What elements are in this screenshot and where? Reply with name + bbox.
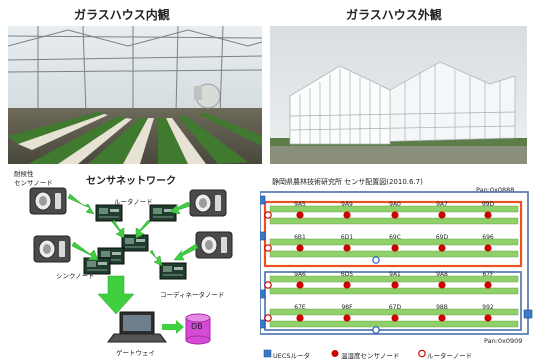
- router-node-right: [149, 204, 177, 222]
- planting-bed: [269, 287, 519, 295]
- sensor-id-label: 9A5: [294, 201, 306, 208]
- sensor-id-label: 9A6: [294, 271, 306, 278]
- temp-humidity-sensor-marker: [484, 281, 492, 289]
- exterior-photo-title: ガラスハウス外観: [346, 8, 442, 22]
- sensor-id-label: 67D: [389, 304, 402, 311]
- sensor-node-label-line1: 耐候性: [14, 170, 34, 178]
- planting-bed: [269, 320, 519, 328]
- sensor-id-label: 9A9: [341, 201, 353, 208]
- sensor-node-top-right: [189, 189, 227, 217]
- pan-top-label: Pan:0x0888: [476, 186, 515, 194]
- router-node-label: ルータノード: [114, 198, 153, 206]
- sink-node-label: シンクノード: [56, 272, 95, 280]
- router-node-center: [121, 234, 149, 252]
- sensor-id-label: 696: [482, 234, 494, 241]
- map-outer-frame: [260, 191, 529, 335]
- router-node-marker: [372, 256, 380, 264]
- sensor-id-label: 6D1: [341, 234, 353, 241]
- temp-humidity-sensor-marker: [296, 314, 304, 322]
- sensor-node-label-line2: センサノード: [14, 179, 53, 187]
- database-icon: [185, 313, 211, 345]
- map-title: 静岡県農林技術研究所 センサ配置図(2010.6.7): [272, 178, 423, 186]
- exterior-photo: [270, 26, 527, 164]
- temp-humidity-sensor-marker: [484, 314, 492, 322]
- temp-humidity-sensor-marker: [343, 211, 351, 219]
- temp-humidity-sensor-marker: [484, 244, 492, 252]
- sensor-layout-map: 9A5 9A9 9A0 9A7 99D 6B1 6D1 69C 69D 696 9A6 6D5 9A1 9…: [260, 191, 533, 358]
- sensor-id-label: 67F: [482, 271, 494, 278]
- planting-bed: [269, 217, 519, 225]
- temp-humidity-sensor-marker: [343, 281, 351, 289]
- sensor-id-label: 9A1: [389, 271, 401, 278]
- router-node-marker: [264, 211, 272, 219]
- planting-bed: [269, 250, 519, 258]
- router-node-marker: [264, 314, 272, 322]
- legend-uecs-label: UECSルータ: [273, 352, 311, 360]
- sensor-id-label: 9A8: [436, 271, 448, 278]
- sensor-id-label: 98B: [436, 304, 448, 311]
- temp-humidity-sensor-marker: [343, 314, 351, 322]
- temp-humidity-sensor-marker: [484, 211, 492, 219]
- temp-humidity-sensor-marker: [296, 281, 304, 289]
- sensor-id-label: 67E: [294, 304, 306, 311]
- sensor-id-label: 9A7: [436, 201, 448, 208]
- temp-humidity-sensor-marker: [391, 314, 399, 322]
- temp-humidity-sensor-marker: [438, 281, 446, 289]
- uecs-routers: [260, 195, 533, 329]
- router-node-marker: [264, 281, 272, 289]
- temp-humidity-sensor-marker: [296, 244, 304, 252]
- interior-photo-title: ガラスハウス内観: [74, 8, 170, 22]
- sensor-network-diagram: [29, 187, 233, 345]
- sensor-node-mid-left: [33, 235, 71, 263]
- router-node-marker: [264, 244, 272, 252]
- sensor-id-label: 99D: [482, 201, 495, 208]
- temp-humidity-sensor-marker: [438, 314, 446, 322]
- network-title: センサネットワーク: [86, 176, 176, 187]
- temp-humidity-sensor-marker: [391, 244, 399, 252]
- db-label: DB: [191, 322, 203, 331]
- legend-router-label: ルーターノード: [427, 352, 473, 360]
- temp-humidity-sensor-marker: [438, 211, 446, 219]
- sensor-id-label: 992: [482, 304, 494, 311]
- temp-humidity-sensor-marker: [343, 244, 351, 252]
- sensor-node-top-left: [29, 187, 67, 215]
- sink-node: [83, 257, 111, 275]
- sensor-node-mid-right: [195, 231, 233, 259]
- temp-humidity-sensor-marker: [391, 281, 399, 289]
- flow-arrows: [67, 193, 199, 315]
- sensor-id-label: 9A0: [389, 201, 401, 208]
- gateway-label: ゲートウェイ: [116, 349, 155, 357]
- sensor-id-label: 6B1: [294, 234, 306, 241]
- zone-lower-outline: [264, 271, 522, 331]
- router-node-top: [95, 204, 123, 222]
- coordinator-node-label: コーディネータノード: [160, 291, 225, 299]
- pan-bottom-label: Pan:0x0909: [484, 337, 523, 345]
- coordinator-node: [159, 262, 187, 280]
- temp-humidity-sensor-marker: [296, 211, 304, 219]
- sensor-id-label: 6D5: [341, 271, 353, 278]
- sensor-id-label: 69D: [436, 234, 449, 241]
- router-node-marker: [372, 326, 380, 334]
- gateway-laptop-icon: [107, 311, 167, 343]
- temp-humidity-sensor-marker: [438, 244, 446, 252]
- sensor-id-label: 98F: [341, 304, 353, 311]
- temp-humidity-sensor-marker: [391, 211, 399, 219]
- legend-temp-sensor-label: 温湿度センサノード: [341, 352, 400, 360]
- interior-photo: [8, 26, 262, 164]
- map-legend: [263, 349, 426, 358]
- sensor-id-label: 69C: [389, 234, 401, 241]
- gateway-to-db-arrow: [162, 320, 184, 334]
